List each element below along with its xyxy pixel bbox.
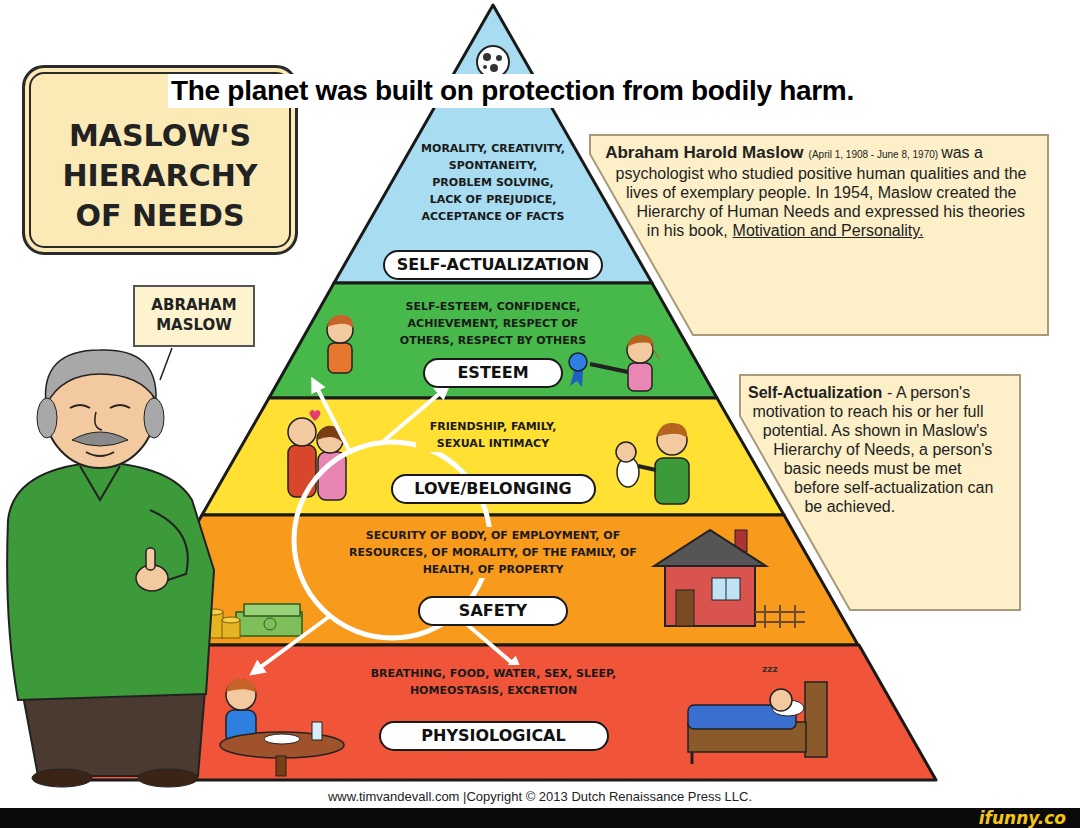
title-text: MASLOW'S HIERARCHY OF NEEDS [35,116,285,236]
watermark-bar [0,808,1080,828]
band-fill [202,398,784,515]
level-heading: PHYSIOLOGICAL [379,721,609,751]
need-list: BREATHING, FOOD, WATER, SEX, SLEEP, HOME… [334,665,654,699]
band-fill [269,283,717,398]
text-flow: Self-Actualization- A person's motivatio… [740,375,1020,524]
copyright-footer: www.timvandevall.com |Copyright © 2013 D… [328,789,752,805]
bed [688,682,827,764]
sleep-mark: zzz [762,664,778,674]
meme-caption: The planet was built on protection from … [168,74,857,108]
eating-kid [220,679,344,776]
book-title: Motivation and Personality. [733,222,924,239]
family-figures [288,410,689,504]
circle-arrows [254,382,568,672]
money-stack [205,604,302,638]
band-fill [128,515,858,645]
definition-term: Self-Actualization [748,384,882,401]
definition-box: Self-Actualization- A person's motivatio… [740,375,1020,610]
need-list: SECURITY OF BODY, OF EMPLOYMENT, OF RESO… [343,527,643,578]
house [654,530,805,628]
text-flow: Abraham Harold Maslow (April 1, 1908 - Ju… [590,135,1048,248]
esteem-kids [327,315,662,391]
definition-text: - A person's motivation to reach his or … [752,384,993,515]
bio-box: Abraham Harold Maslow (April 1, 1908 - Ju… [590,135,1048,335]
level-heading: SELF-ACTUALIZATION [383,250,603,280]
level-heading: ESTEEM [423,358,563,388]
watermark: ifunny.co [979,808,1066,828]
level-heading: LOVE/BELONGING [391,474,596,504]
need-list: MORALITY, CREATIVITY, SPONTANEITY, PROBL… [418,140,568,225]
need-list: SELF-ESTEEM, CONFIDENCE, ACHIEVEMENT, RE… [388,298,598,349]
tip-icon [477,46,509,78]
bio-name: Abraham Harold Maslow [605,143,803,162]
name-text: ABRAHAM MASLOW [141,295,247,335]
bio-dates: (April 1, 1908 - June 8, 1970) [809,149,939,160]
maslow-figure [7,350,214,787]
level-heading: SAFETY [418,596,568,626]
leader-line [160,348,172,380]
name-box: ABRAHAM MASLOW [133,285,255,347]
need-list: FRIENDSHIP, FAMILY, SEXUAL INTIMACY [416,418,571,452]
